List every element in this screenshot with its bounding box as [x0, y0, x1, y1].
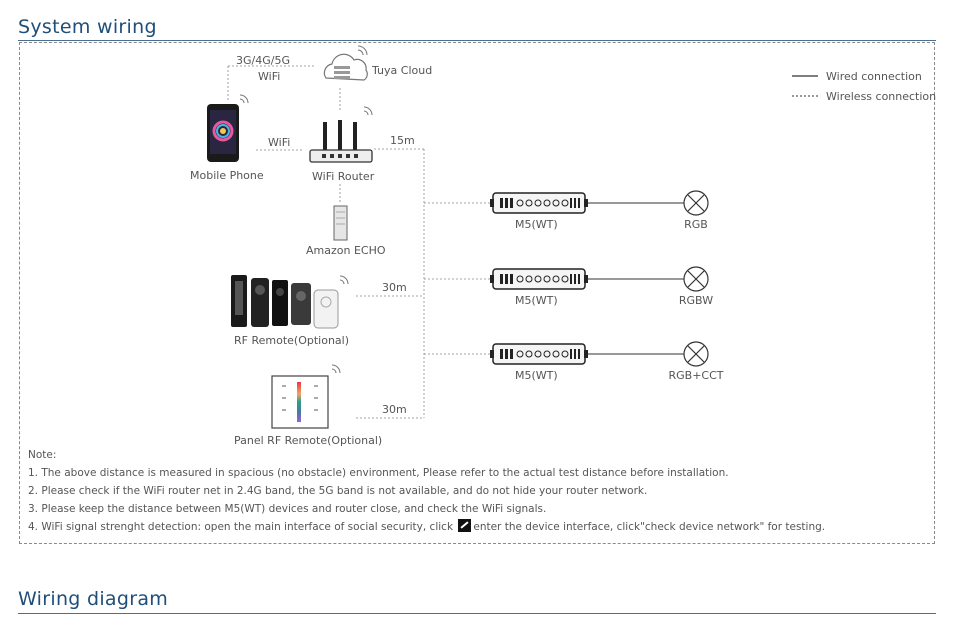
notes: Note: 1. The above distance is measured …	[28, 446, 825, 536]
wiring-diagram-title: Wiring diagram	[18, 588, 169, 610]
mobile-phone-label: Mobile Phone	[190, 169, 264, 182]
controller-row: M5(WT) RGB+CCT	[424, 341, 724, 382]
legend-wired-label: Wired connection	[826, 70, 922, 83]
system-wiring-rule	[18, 40, 936, 41]
load-label: RGBW	[679, 294, 713, 307]
amazon-echo-icon	[333, 205, 348, 241]
controller-row: M5(WT) RGB	[424, 190, 709, 231]
network-wifi-label: WiFi	[258, 70, 280, 83]
note-item: 2. Please check if the WiFi router net i…	[28, 485, 648, 497]
cloud-icon	[323, 45, 368, 81]
legend-wireless-label: Wireless connection	[826, 90, 936, 103]
note-item-4-end: enter the device interface, click"check …	[473, 521, 826, 533]
controller-label: M5(WT)	[515, 218, 558, 231]
note-item: 1. The above distance is measured in spa…	[28, 467, 729, 479]
mobile-phone-icon	[207, 94, 249, 162]
system-wiring-title: System wiring	[18, 16, 157, 38]
wifi-router-label: WiFi Router	[312, 170, 375, 183]
wifi-router-icon	[309, 106, 373, 163]
lamp-icon	[683, 341, 709, 367]
phone-wifi-label: WiFi	[268, 136, 290, 149]
system-wiring-box	[19, 42, 935, 544]
network-label: 3G/4G/5G	[236, 54, 290, 67]
panel-remote-icon	[271, 364, 341, 429]
load-label: RGB	[684, 218, 708, 231]
note-item: 3. Please keep the distance between M5(W…	[28, 503, 547, 515]
legend: Wired connection Wireless connection	[792, 70, 936, 103]
rf-remote-icon	[231, 275, 349, 329]
wiring-diagram-rule	[18, 613, 936, 614]
lamp-icon	[683, 190, 709, 216]
panel-remote-label: Panel RF Remote(Optional)	[234, 434, 382, 447]
controller-label: M5(WT)	[515, 369, 558, 382]
amazon-echo-label: Amazon ECHO	[306, 244, 386, 257]
m5-controller-icon	[490, 268, 588, 290]
rf-remote-distance-label: 30m	[382, 281, 407, 294]
edit-icon	[458, 519, 472, 532]
m5-controller-icon	[490, 343, 588, 365]
panel-distance-label: 30m	[382, 403, 407, 416]
cloud-label: Tuya Cloud	[371, 64, 432, 77]
note-item: 4. WiFi signal strenght detection: open …	[28, 518, 825, 536]
rf-remote-label: RF Remote(Optional)	[234, 334, 349, 347]
controller-row: M5(WT) RGBW	[424, 266, 713, 307]
notes-heading: Note:	[28, 449, 57, 461]
router-distance-label: 15m	[390, 134, 415, 147]
controller-label: M5(WT)	[515, 294, 558, 307]
controllers-group: M5(WT) RGB M5(WT) RGBW M5(WT) RGB+CCT	[424, 190, 724, 382]
lamp-icon	[683, 266, 709, 292]
load-label: RGB+CCT	[668, 369, 723, 382]
note-item-4-start: 4. WiFi signal strenght detection: open …	[28, 521, 457, 533]
m5-controller-icon	[490, 192, 588, 214]
